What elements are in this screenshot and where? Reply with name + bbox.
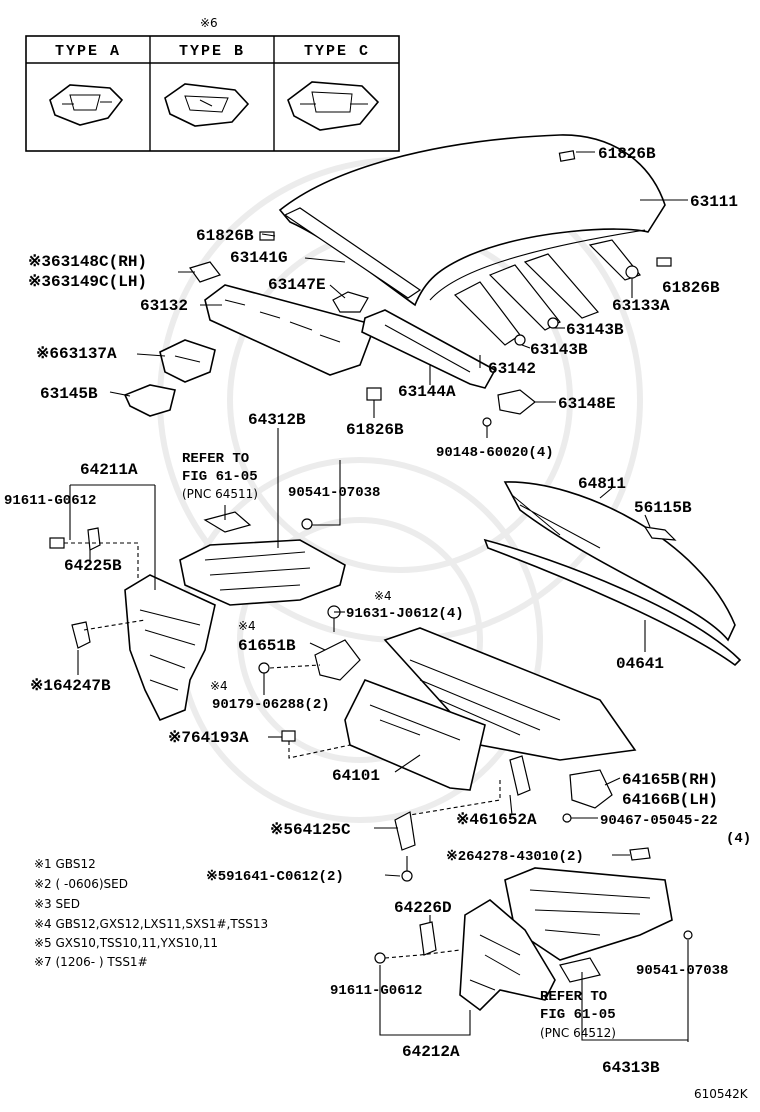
label-90541-2: 90541-07038 (636, 963, 728, 979)
refer-2-pnc: (PNC 64512) (540, 1026, 616, 1040)
label-64226d: 64226D (394, 899, 452, 917)
label-64211a: 64211A (80, 461, 138, 479)
label-63147e: 63147E (268, 276, 326, 294)
note-3: ※3 SED (34, 897, 80, 911)
label-63149c: ※363149C(LH) (28, 273, 147, 291)
label-90467-qty: (4) (726, 831, 751, 847)
label-91631: 91631-J0612(4) (346, 606, 464, 622)
label-63132: 63132 (140, 297, 188, 315)
label-64193a: ※764193A (168, 729, 249, 747)
type-a-bracket-icon (49, 84, 124, 126)
quarter-panel-64211a (49, 527, 216, 722)
quarter-panel-64212a (374, 867, 693, 1012)
label-90148: 90148-60020(4) (436, 445, 554, 461)
label-63111: 63111 (690, 193, 738, 211)
type-b-header: TYPE B (179, 43, 245, 60)
label-64212a: 64212A (402, 1043, 460, 1061)
label-63143b-2: 63143B (530, 341, 588, 359)
label-63143b-1: 63143B (566, 321, 624, 339)
label-64225b: 64225B (64, 557, 122, 575)
label-90179: 90179-06288(2) (212, 697, 330, 713)
roof-bows (283, 207, 642, 346)
note-2: ※2 ( -0606)SED (34, 877, 128, 891)
label-64166b: 64166B(LH) (622, 791, 718, 809)
back-window-glass-64811 (483, 481, 742, 667)
label-91611-2: 91611-G0612 (330, 983, 422, 999)
label-63144a: 63144A (398, 383, 456, 401)
label-63142: 63142 (488, 360, 536, 378)
label-91611-1: 91611-G0612 (4, 493, 96, 509)
lower-brackets (258, 605, 651, 882)
mark-4-b: ※4 (238, 619, 256, 633)
refer-2-line2: FIG 61-05 (540, 1007, 616, 1023)
label-61826b-right: 61826B (662, 279, 720, 297)
mark-4-a: ※4 (374, 589, 392, 603)
label-91641: ※591641-C0612(2) (206, 869, 344, 885)
mark-4-c: ※4 (210, 679, 228, 693)
rear-shelf-panel-64101 (344, 627, 637, 791)
roof-brackets (123, 150, 672, 438)
label-61651b: 61651B (238, 637, 296, 655)
applicability-notes: ※1 GBS12 ※2 ( -0606)SED ※3 SED ※4 GBS12,… (34, 857, 268, 969)
roof-rails (204, 284, 497, 389)
label-90541-1: 90541-07038 (288, 485, 380, 501)
type-c-header: TYPE C (304, 43, 370, 60)
leader-lines (64, 151, 689, 1042)
label-63137a: ※663137A (36, 345, 117, 363)
note-1: ※1 GBS12 (34, 857, 96, 871)
label-61826b-left: 61826B (196, 227, 254, 245)
note-4: ※4 GBS12,GXS12,LXS11,SXS1#,TSS13 (34, 917, 268, 931)
note-7: ※7 (1206- ) TSS1# (34, 955, 148, 969)
label-64101: 64101 (332, 767, 380, 785)
refer-1-line2: FIG 61-05 (182, 469, 258, 485)
label-64811: 64811 (578, 475, 626, 493)
label-61826b-mid: 61826B (346, 421, 404, 439)
type-c-bracket-icon (287, 81, 380, 131)
label-63133a: 63133A (612, 297, 670, 315)
label-61826b-top: 61826B (598, 145, 656, 163)
refer-2-line1: REFER TO (540, 989, 607, 1005)
type-b-bracket-icon (164, 83, 250, 127)
label-63145b: 63145B (40, 385, 98, 403)
label-64165b: 64165B(RH) (622, 771, 718, 789)
label-04641: 04641 (616, 655, 664, 673)
label-64312b: 64312B (248, 411, 306, 429)
label-64125c: ※564125C (270, 821, 351, 839)
label-64247b: ※164247B (30, 677, 111, 695)
label-64278: ※264278-43010(2) (446, 849, 584, 865)
label-61652a: ※461652A (456, 811, 537, 829)
note-5: ※5 GXS10,TSS10,11,YXS10,11 (34, 936, 218, 950)
label-64313b: 64313B (602, 1059, 660, 1077)
refer-1-pnc: (PNC 64511) (182, 487, 258, 501)
label-63148e: 63148E (558, 395, 616, 413)
refer-1-line1: REFER TO (182, 451, 249, 467)
label-56115b: 56115B (634, 499, 692, 517)
figure-id: 610542K (694, 1087, 749, 1101)
variant-table-mark: ※6 (200, 16, 218, 30)
label-90467: 90467-05045-22 (600, 813, 718, 829)
label-63141g: 63141G (230, 249, 288, 267)
part-labels: 61826B 63111 61826B 63141G ※363148C(RH) … (4, 145, 751, 1101)
package-tray-64312b (179, 511, 346, 606)
variant-table: ※6 TYPE A TYPE B TYPE C (25, 16, 400, 152)
type-a-header: TYPE A (55, 43, 121, 60)
label-63148c: ※363148C(RH) (28, 253, 147, 271)
